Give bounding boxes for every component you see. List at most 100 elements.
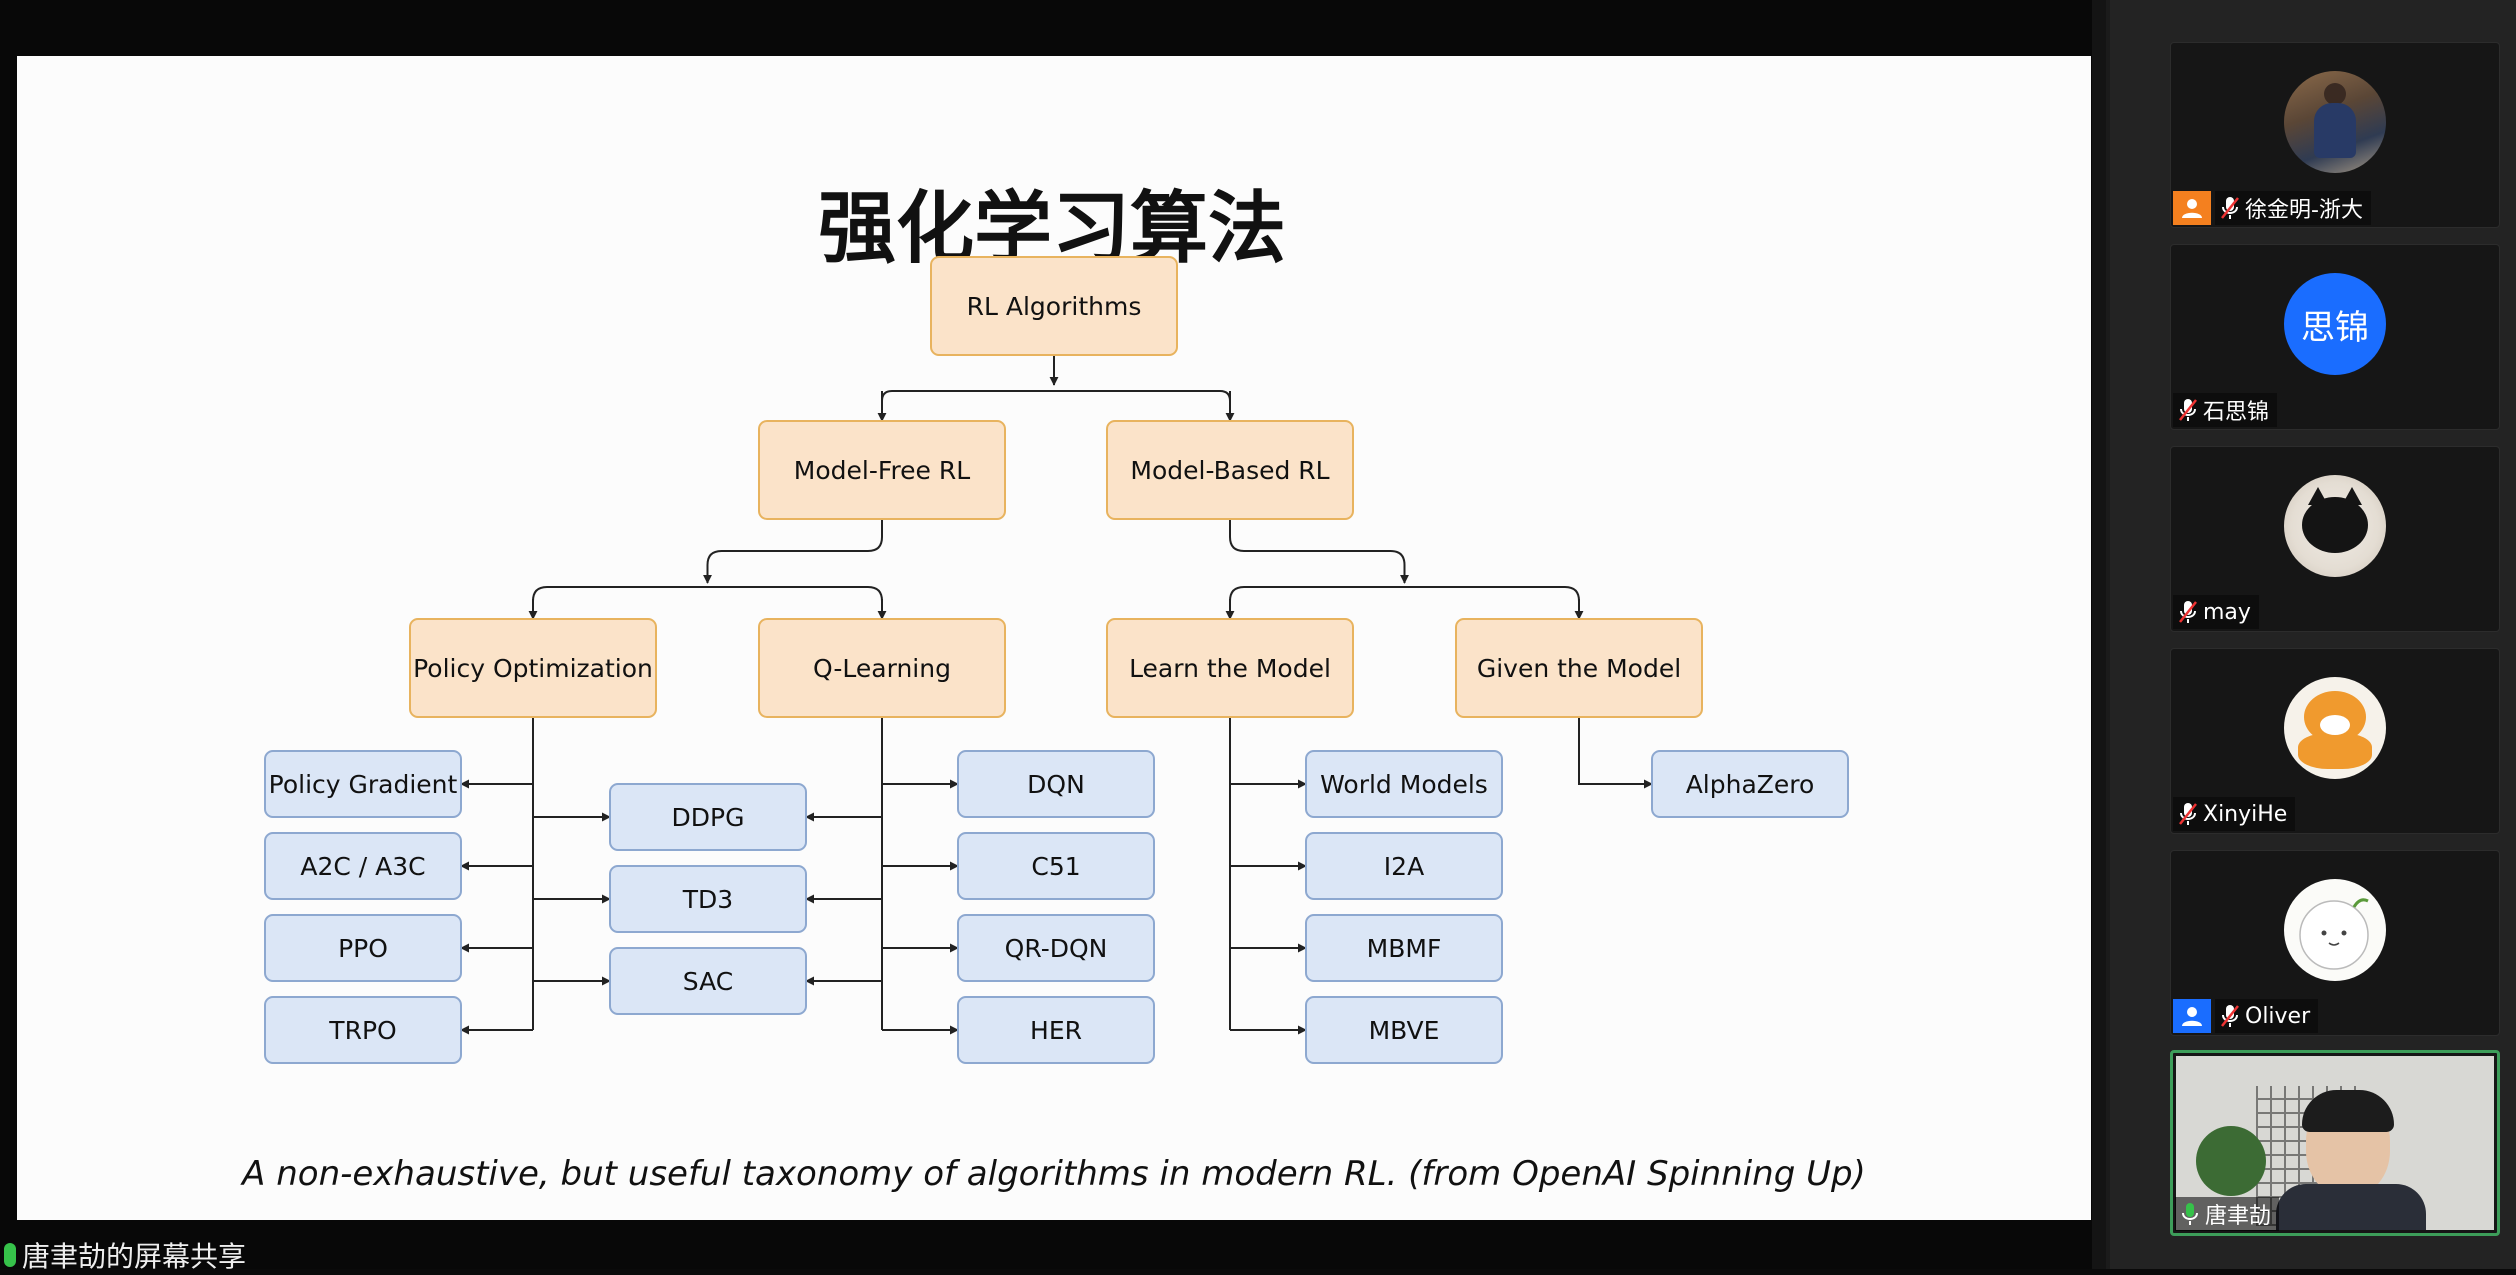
node-her: HER — [957, 996, 1155, 1064]
participant-tile[interactable]: 思锦 石思锦 — [2170, 244, 2500, 430]
participant-name: 唐聿劼 — [2205, 1204, 2272, 1229]
node-label: Policy Gradient — [269, 770, 458, 799]
node-box — [1305, 832, 1503, 900]
node-mbmf: MBMF — [1305, 914, 1503, 982]
node-label: MBVE — [1369, 1016, 1440, 1045]
node-box — [1455, 618, 1703, 718]
participant-nameplate: 徐金明-浙大 — [2173, 191, 2371, 225]
node-mbve: MBVE — [1305, 996, 1503, 1064]
participant-name: may — [2203, 599, 2251, 625]
participant-nameplate: XinyiHe — [2173, 797, 2296, 831]
participant-tile[interactable]: 徐金明-浙大 — [2170, 42, 2500, 228]
participant-name: XinyiHe — [2203, 801, 2288, 827]
participant-name-box: may — [2173, 595, 2259, 629]
panel-scrollbar[interactable] — [2106, 0, 2110, 1269]
screen-share-label: 唐聿劼的屏幕共享 — [4, 1240, 246, 1273]
participant-name: 徐金明-浙大 — [2245, 198, 2363, 223]
mic-muted-icon — [2179, 601, 2197, 623]
node-box — [1106, 618, 1354, 718]
node-trpo: TRPO — [264, 996, 462, 1064]
node-given-the-model: Given the Model — [1455, 618, 1703, 718]
participant-name-box: Oliver — [2215, 999, 2319, 1033]
person-silhouette — [2324, 83, 2346, 105]
slide-caption: A non-exhaustive, but useful taxonomy of… — [242, 1154, 1866, 1194]
node-ppo: PPO — [264, 914, 462, 982]
cat-ear — [2308, 487, 2328, 505]
node-dqn: DQN — [957, 750, 1155, 818]
node-q-learning: Q-Learning — [758, 618, 1006, 718]
node-label: C51 — [1031, 852, 1080, 881]
node-label: TD3 — [682, 885, 733, 914]
node-label: DDPG — [672, 803, 745, 832]
node-label: Model-Free RL — [794, 456, 970, 485]
panel-divider[interactable] — [2092, 0, 2106, 1269]
node-rl-algorithms: RL Algorithms — [930, 256, 1178, 356]
user-badge-icon — [2173, 999, 2211, 1033]
participant-avatar — [2284, 879, 2386, 981]
node-policy-optimization: Policy Optimization — [409, 618, 657, 718]
node-label: World Models — [1320, 770, 1488, 799]
participant-name-box: 石思锦 — [2173, 393, 2278, 427]
node-label: A2C / A3C — [300, 852, 425, 881]
node-box — [264, 996, 462, 1064]
participant-nameplate: may — [2173, 595, 2259, 629]
drawing-avatar — [2299, 898, 2369, 970]
video-person-body — [2276, 1184, 2426, 1230]
participant-name-box: 徐金明-浙大 — [2215, 191, 2371, 225]
cat-shape — [2302, 497, 2368, 553]
node-label: I2A — [1384, 852, 1424, 881]
node-box — [1106, 420, 1354, 520]
node-box — [609, 865, 807, 933]
participant-avatar — [2284, 71, 2386, 173]
participant-avatar: 思锦 — [2284, 273, 2386, 375]
node-label: AlphaZero — [1686, 770, 1815, 799]
participant-name-box: XinyiHe — [2173, 797, 2296, 831]
node-learn-the-model: Learn the Model — [1106, 618, 1354, 718]
node-td3: TD3 — [609, 865, 807, 933]
participant-avatar — [2284, 677, 2386, 779]
participant-avatar — [2284, 475, 2386, 577]
node-box — [264, 914, 462, 982]
connector — [1229, 519, 1409, 584]
node-label: PPO — [338, 934, 388, 963]
mic-muted-icon — [2221, 197, 2239, 219]
mic-muted-icon — [2221, 1005, 2239, 1027]
node-box — [409, 618, 657, 718]
node-label: DQN — [1027, 770, 1085, 799]
node-box — [758, 618, 1006, 718]
node-label: SAC — [683, 967, 733, 996]
node-label: Learn the Model — [1129, 654, 1331, 683]
node-box — [930, 256, 1178, 356]
node-policy-gradient: Policy Gradient — [264, 750, 462, 818]
node-label: QR-DQN — [1005, 934, 1108, 963]
video-plant — [2196, 1126, 2266, 1196]
participant-tile[interactable]: may — [2170, 446, 2500, 632]
node-box — [957, 750, 1155, 818]
participant-nameplate: Oliver — [2173, 999, 2319, 1033]
node-qr-dqn: QR-DQN — [957, 914, 1155, 982]
node-c51: C51 — [957, 832, 1155, 900]
node-box — [1305, 996, 1503, 1064]
mic-active-icon — [2182, 1203, 2198, 1225]
participant-tile[interactable]: XinyiHe — [2170, 648, 2500, 834]
node-box — [957, 832, 1155, 900]
cat-ear — [2342, 487, 2362, 505]
participant-tile[interactable]: Oliver — [2170, 850, 2500, 1036]
node-box — [1305, 914, 1503, 982]
node-model-based-rl: Model-Based RL — [1106, 420, 1354, 520]
node-box — [264, 832, 462, 900]
connector — [703, 519, 883, 584]
connector — [532, 586, 883, 619]
node-box — [609, 783, 807, 851]
video-person-hair — [2302, 1090, 2394, 1132]
node-label: Policy Optimization — [413, 654, 653, 683]
mic-muted-icon — [2179, 399, 2197, 421]
node-box — [1305, 750, 1503, 818]
node-label: TRPO — [328, 1016, 396, 1045]
node-alphazero: AlphaZero — [1651, 750, 1849, 818]
node-i2a: I2A — [1305, 832, 1503, 900]
node-box — [609, 947, 807, 1015]
active-speaker-tile[interactable]: 唐聿劼 — [2170, 1050, 2500, 1236]
